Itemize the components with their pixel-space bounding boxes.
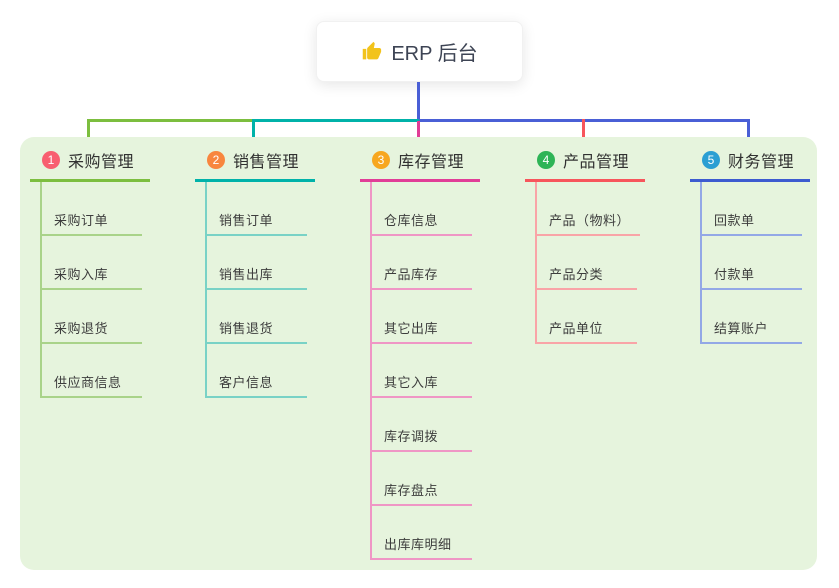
branch-title: 销售管理 — [233, 154, 300, 171]
branch-sales: 2 销售管理 销售订单 销售出库 销售退货 客户信息 — [195, 146, 315, 398]
badge-3-icon: 3 — [372, 151, 390, 169]
connector-drop-2 — [252, 119, 255, 146]
branch-item[interactable]: 采购退货 — [40, 290, 142, 344]
branch-item[interactable]: 客户信息 — [205, 344, 307, 398]
badge-5-icon: 5 — [702, 151, 720, 169]
branch-item[interactable]: 销售出库 — [205, 236, 307, 290]
connector-drop-1 — [87, 119, 90, 146]
branch-item[interactable]: 出库库明细 — [370, 506, 472, 560]
branch-finance: 5 财务管理 回款单 付款单 结算账户 — [690, 146, 810, 344]
branch-title: 采购管理 — [68, 154, 135, 171]
branch-item[interactable]: 采购订单 — [40, 182, 142, 236]
connector-drop-3 — [417, 121, 420, 146]
branch-item[interactable]: 其它入库 — [370, 344, 472, 398]
branch-inventory-header[interactable]: 3 库存管理 — [360, 146, 480, 182]
branch-finance-items: 回款单 付款单 结算账户 — [690, 182, 810, 344]
branch-inventory-items: 仓库信息 产品库存 其它出库 其它入库 库存调拨 库存盘点 出库库明细 — [360, 182, 480, 560]
mindmap-root-node[interactable]: ERP 后台 — [316, 21, 523, 82]
thumbs-up-icon — [361, 41, 382, 62]
branch-item[interactable]: 仓库信息 — [370, 182, 472, 236]
connector-drop-4 — [582, 119, 585, 146]
connector-bus-mid — [253, 119, 419, 122]
connector-drop-5 — [747, 119, 750, 146]
branch-item[interactable]: 供应商信息 — [40, 344, 142, 398]
branch-sales-items: 销售订单 销售出库 销售退货 客户信息 — [195, 182, 315, 398]
branch-inventory: 3 库存管理 仓库信息 产品库存 其它出库 其它入库 库存调拨 库存盘点 出库库… — [360, 146, 480, 560]
branch-item[interactable]: 产品（物料） — [535, 182, 641, 236]
branch-product: 4 产品管理 产品（物料） 产品分类 产品单位 — [525, 146, 645, 344]
branch-item[interactable]: 库存盘点 — [370, 452, 472, 506]
branch-item[interactable]: 其它出库 — [370, 290, 472, 344]
branch-product-items: 产品（物料） 产品分类 产品单位 — [525, 182, 645, 344]
branch-item[interactable]: 销售退货 — [205, 290, 307, 344]
branch-product-header[interactable]: 4 产品管理 — [525, 146, 645, 182]
branch-item[interactable]: 回款单 — [700, 182, 802, 236]
badge-4-icon: 4 — [537, 151, 555, 169]
branch-title: 库存管理 — [398, 154, 465, 171]
mindmap-canvas-panel — [20, 137, 817, 570]
branch-title: 产品管理 — [563, 154, 630, 171]
branch-sales-header[interactable]: 2 销售管理 — [195, 146, 315, 182]
badge-2-icon: 2 — [207, 151, 225, 169]
badge-1-icon: 1 — [42, 151, 60, 169]
branch-item[interactable]: 付款单 — [700, 236, 802, 290]
branch-item[interactable]: 销售订单 — [205, 182, 307, 236]
branch-purchase: 1 采购管理 采购订单 采购入库 采购退货 供应商信息 — [30, 146, 150, 398]
connector-root-stem — [417, 82, 420, 121]
branch-item[interactable]: 产品单位 — [535, 290, 637, 344]
branch-purchase-header[interactable]: 1 采购管理 — [30, 146, 150, 182]
root-title: ERP 后台 — [391, 43, 478, 65]
connector-bus-left — [87, 119, 253, 122]
branch-item[interactable]: 产品库存 — [370, 236, 472, 290]
branch-item[interactable]: 采购入库 — [40, 236, 142, 290]
branch-finance-header[interactable]: 5 财务管理 — [690, 146, 810, 182]
branch-item[interactable]: 库存调拨 — [370, 398, 472, 452]
branch-title: 财务管理 — [728, 154, 795, 171]
branch-item[interactable]: 结算账户 — [700, 290, 802, 344]
branch-item[interactable]: 产品分类 — [535, 236, 637, 290]
branch-purchase-items: 采购订单 采购入库 采购退货 供应商信息 — [30, 182, 150, 398]
